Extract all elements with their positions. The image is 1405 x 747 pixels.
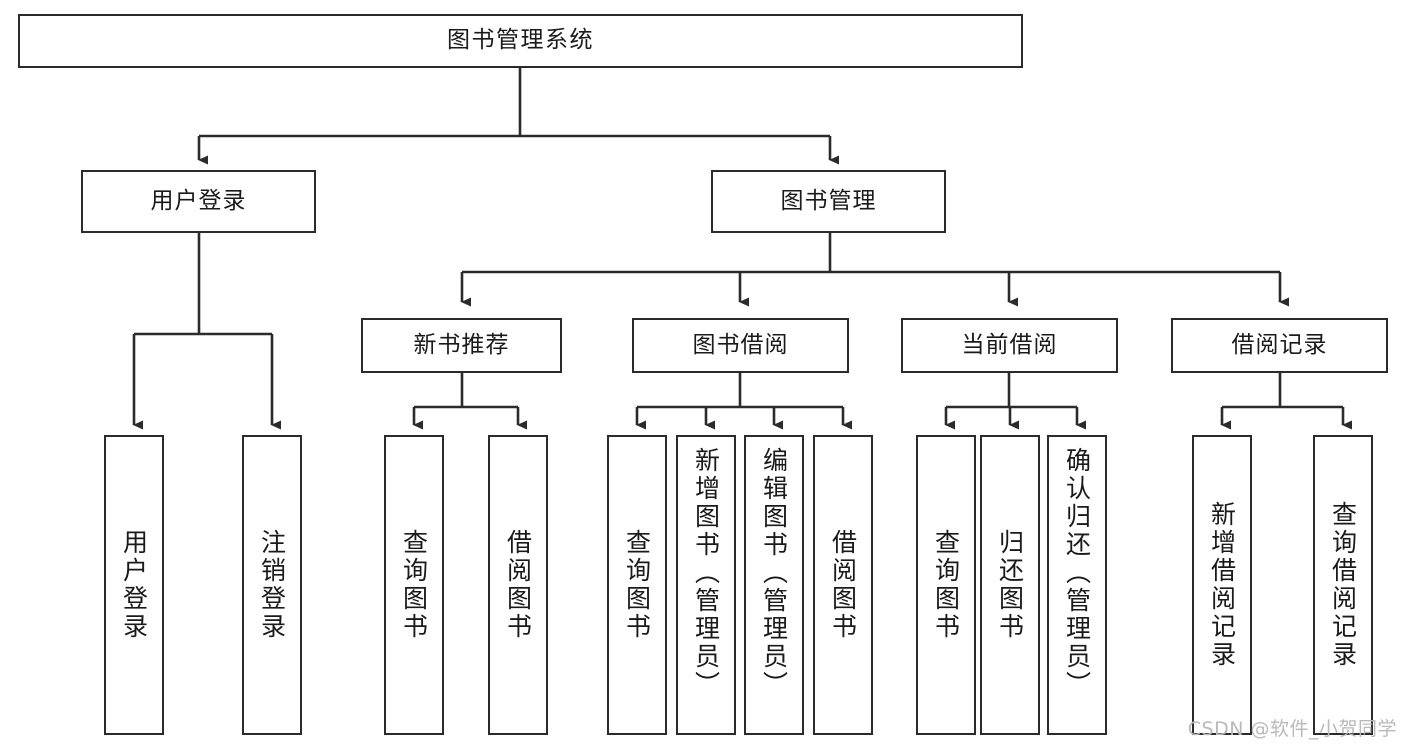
node-label: 新增借阅记录 bbox=[1207, 501, 1237, 669]
leaf-current-borrow-return-book[interactable]: 归还图书 bbox=[980, 435, 1040, 735]
node-label: 借阅记录 bbox=[1231, 331, 1328, 358]
node-label: 查询图书 bbox=[931, 529, 961, 641]
leaf-book-borrow-query-book[interactable]: 查询图书 bbox=[607, 435, 667, 735]
node-book-borrow[interactable]: 图书借阅 bbox=[632, 318, 849, 373]
node-label: 查询图书 bbox=[622, 529, 652, 641]
node-user-login[interactable]: 用户登录 bbox=[81, 170, 316, 233]
leaf-book-borrow-add-book-admin[interactable]: 新增图书（管理员） bbox=[676, 435, 736, 735]
node-borrow-records[interactable]: 借阅记录 bbox=[1171, 318, 1388, 373]
leaf-borrow-records-add-record[interactable]: 新增借阅记录 bbox=[1192, 435, 1252, 735]
leaf-new-book-query-book[interactable]: 查询图书 bbox=[384, 435, 444, 735]
node-label: 借阅图书 bbox=[828, 529, 858, 641]
node-label: 图书管理系统 bbox=[447, 27, 594, 54]
leaf-book-borrow-borrow-book[interactable]: 借阅图书 bbox=[813, 435, 873, 735]
node-book-management[interactable]: 图书管理 bbox=[711, 170, 946, 233]
node-label: 当前借阅 bbox=[961, 331, 1058, 358]
node-label: 查询图书 bbox=[399, 529, 429, 641]
node-label: 新书推荐 bbox=[413, 331, 510, 358]
leaf-logout-login[interactable]: 注销登录 bbox=[242, 435, 302, 735]
node-current-borrow[interactable]: 当前借阅 bbox=[901, 318, 1118, 373]
node-label: 用户登录 bbox=[119, 529, 149, 641]
node-label: 编辑图书（管理员） bbox=[759, 447, 789, 699]
leaf-current-borrow-confirm-return-admin[interactable]: 确认归还（管理员） bbox=[1047, 435, 1107, 735]
node-label: 注销登录 bbox=[257, 529, 287, 641]
node-label: 归还图书 bbox=[995, 529, 1025, 641]
node-new-book-recommend[interactable]: 新书推荐 bbox=[361, 318, 562, 373]
node-label: 确认归还（管理员） bbox=[1062, 447, 1092, 699]
leaf-book-borrow-edit-book-admin[interactable]: 编辑图书（管理员） bbox=[744, 435, 804, 735]
leaf-new-book-borrow-book[interactable]: 借阅图书 bbox=[488, 435, 548, 735]
node-label: 新增图书（管理员） bbox=[691, 447, 721, 699]
leaf-current-borrow-query-book[interactable]: 查询图书 bbox=[916, 435, 976, 735]
node-label: 查询借阅记录 bbox=[1328, 501, 1358, 669]
node-root-book-management-system[interactable]: 图书管理系统 bbox=[18, 14, 1023, 68]
node-label: 用户登录 bbox=[150, 187, 247, 214]
leaf-borrow-records-query-record[interactable]: 查询借阅记录 bbox=[1313, 435, 1373, 735]
watermark-text: CSDN @软件_小贺同学 bbox=[1187, 718, 1397, 740]
node-label: 图书管理 bbox=[780, 187, 877, 214]
node-label: 借阅图书 bbox=[503, 529, 533, 641]
leaf-user-login[interactable]: 用户登录 bbox=[104, 435, 164, 735]
node-label: 图书借阅 bbox=[692, 331, 789, 358]
